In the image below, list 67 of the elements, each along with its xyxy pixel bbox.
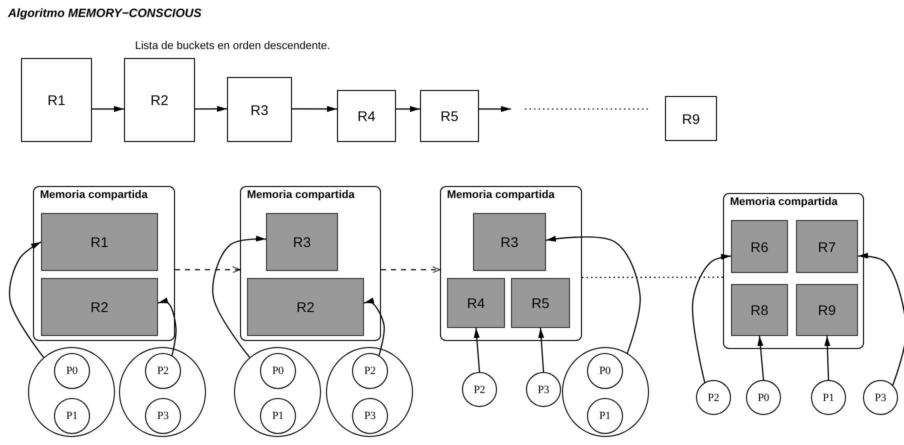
diagram-title: Algoritmo MEMORY−CONSCIOUS bbox=[8, 6, 202, 20]
arrow bbox=[858, 252, 904, 386]
bucket-box: R3 bbox=[473, 213, 546, 271]
arrow bbox=[474, 328, 480, 372]
bucket-box: R8 bbox=[731, 284, 788, 336]
process-circle: P1 bbox=[54, 398, 90, 434]
bucket-box: R9 bbox=[796, 284, 858, 336]
process-circle: P2 bbox=[462, 372, 497, 407]
arrow bbox=[396, 106, 420, 112]
process-circle: P3 bbox=[352, 398, 388, 434]
bucket-box: R3 bbox=[266, 213, 338, 271]
process-circle: P1 bbox=[587, 398, 623, 434]
process-circle: P3 bbox=[526, 372, 561, 407]
arrow bbox=[292, 106, 337, 112]
process-group-circle bbox=[326, 347, 413, 437]
shared-memory-panel bbox=[440, 186, 582, 341]
process-group-circle bbox=[28, 347, 115, 437]
arrow bbox=[692, 254, 732, 383]
process-circle: P2 bbox=[696, 380, 731, 415]
bucket-box: R4 bbox=[337, 90, 396, 142]
bucket-box: R2 bbox=[124, 58, 195, 142]
panel-heading: Memoria compartida bbox=[247, 189, 355, 201]
process-circle: P3 bbox=[863, 380, 898, 415]
process-circle: P0 bbox=[54, 353, 90, 389]
arrow bbox=[212, 236, 266, 358]
process-group-circle bbox=[119, 347, 206, 437]
arrow bbox=[546, 236, 641, 354]
arrow bbox=[92, 106, 124, 112]
bucket-box: R2 bbox=[41, 278, 158, 336]
arrow bbox=[381, 266, 440, 274]
process-circle: P0 bbox=[260, 353, 296, 389]
bucket-box: R4 bbox=[447, 278, 505, 328]
process-circle: P2 bbox=[352, 353, 388, 389]
process-group-circle bbox=[562, 347, 649, 437]
bucket-box: R7 bbox=[796, 220, 858, 273]
arrow bbox=[8, 241, 44, 358]
shared-memory-panel bbox=[240, 186, 381, 341]
arrow bbox=[824, 336, 830, 380]
process-circle: P1 bbox=[811, 380, 846, 415]
process-circle: P0 bbox=[587, 353, 623, 389]
arrow bbox=[757, 336, 764, 380]
process-circle: P1 bbox=[260, 398, 296, 434]
bucket-box: R5 bbox=[511, 278, 570, 328]
bucket-box: R3 bbox=[227, 77, 292, 142]
bucket-box: R5 bbox=[420, 90, 479, 142]
panel-heading: Memoria compartida bbox=[447, 189, 555, 201]
arrow bbox=[479, 106, 511, 112]
bucket-box: R2 bbox=[247, 278, 364, 336]
arrow bbox=[158, 298, 177, 356]
arrow bbox=[364, 298, 385, 356]
bucket-box: R9 bbox=[665, 96, 717, 141]
connector-line bbox=[582, 276, 723, 278]
arrow bbox=[195, 106, 227, 112]
panel-heading: Memoria compartida bbox=[730, 196, 838, 208]
shared-memory-panel bbox=[33, 186, 175, 341]
process-group-circle bbox=[234, 347, 321, 437]
process-circle: P3 bbox=[145, 398, 181, 434]
bucket-box: R6 bbox=[731, 220, 788, 273]
bucket-box: R1 bbox=[41, 213, 158, 271]
shared-memory-panel bbox=[723, 193, 864, 349]
arrow bbox=[175, 266, 240, 274]
note-text: Lista de buckets en orden descendente. bbox=[135, 40, 330, 52]
bucket-box: R1 bbox=[21, 58, 92, 142]
panel-heading: Memoria compartida bbox=[40, 189, 148, 201]
arrow bbox=[538, 328, 544, 372]
process-circle: P2 bbox=[145, 353, 181, 389]
process-circle: P0 bbox=[746, 380, 781, 415]
